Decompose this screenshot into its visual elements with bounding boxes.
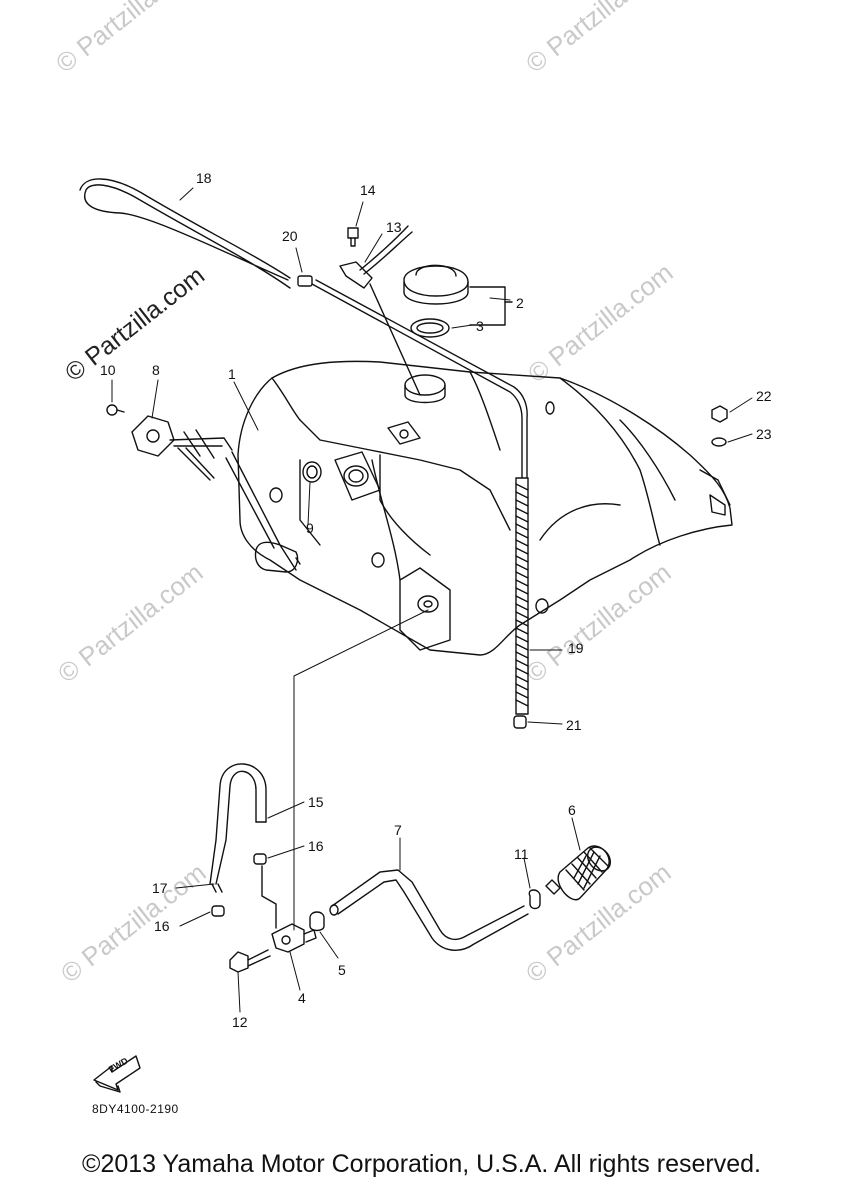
callout-4: 4 — [298, 990, 306, 1006]
clamp-20 — [298, 276, 312, 286]
nut-22 — [712, 406, 727, 422]
fuel-cock-4 — [262, 866, 316, 952]
copyright-notice: ©2013 Yamaha Motor Corporation, U.S.A. A… — [82, 1150, 761, 1178]
clamp-16-lower — [212, 906, 224, 916]
callout-10: 10 — [100, 362, 116, 378]
breather-hose-18 — [80, 179, 290, 288]
callout-20: 20 — [282, 228, 298, 244]
fuel-hose-7 — [330, 870, 528, 950]
callout-19: 19 — [568, 640, 584, 656]
callout-17: 17 — [152, 880, 168, 896]
drawing-code: 8DY4100-2190 — [92, 1102, 179, 1116]
vent-mount — [388, 422, 420, 444]
callout-5: 5 — [338, 962, 346, 978]
outlet-drop-line — [294, 610, 428, 930]
callout-bracket-2-3 — [470, 287, 512, 325]
leader-lines-upper — [112, 188, 752, 724]
hose-cap-21 — [514, 716, 526, 728]
vent-line — [312, 280, 527, 480]
fwd-arrow-icon — [94, 1056, 140, 1092]
callout-18: 18 — [196, 170, 212, 186]
callout-9: 9 — [306, 520, 314, 536]
fuel-tank-1 — [238, 361, 732, 655]
sender-opening — [335, 452, 380, 500]
callout-2: 2 — [516, 295, 524, 311]
screw-10 — [107, 405, 124, 415]
bolt-12 — [230, 950, 270, 972]
gasket-3 — [411, 319, 449, 337]
fuel-filter-6 — [546, 843, 615, 900]
clamp-16-upper — [254, 854, 266, 864]
callout-22: 22 — [756, 388, 772, 404]
vent-fitting-13 — [340, 226, 420, 395]
overflow-hose-15-17 — [210, 764, 266, 892]
callout-21: 21 — [566, 717, 582, 733]
callout-13: 13 — [386, 219, 402, 235]
callout-23: 23 — [756, 426, 772, 442]
filler-neck — [405, 375, 445, 403]
callout-6: 6 — [568, 802, 576, 818]
callout-3: 3 — [476, 318, 484, 334]
leader-lines-lower — [176, 802, 580, 1012]
callout-14: 14 — [360, 182, 376, 198]
grommet-9 — [303, 462, 321, 482]
callout-16-lower: 16 — [154, 918, 170, 934]
washer-23 — [712, 438, 726, 446]
callout-11: 11 — [514, 846, 529, 862]
fuel-cap-2 — [404, 265, 468, 304]
callout-16-upper: 16 — [308, 838, 324, 854]
callout-8: 8 — [152, 362, 160, 378]
fuel-outlet-boss — [400, 568, 450, 650]
callout-15: 15 — [308, 794, 324, 810]
clip-11 — [529, 890, 540, 909]
collar-5 — [310, 912, 324, 931]
fuel-sender-8 — [132, 416, 300, 572]
callout-1: 1 — [228, 366, 236, 382]
spiral-hose-19 — [516, 478, 528, 714]
tank-holes — [270, 402, 554, 613]
callout-12: 12 — [232, 1014, 248, 1030]
bolt-14 — [348, 228, 358, 246]
callout-7: 7 — [394, 822, 402, 838]
